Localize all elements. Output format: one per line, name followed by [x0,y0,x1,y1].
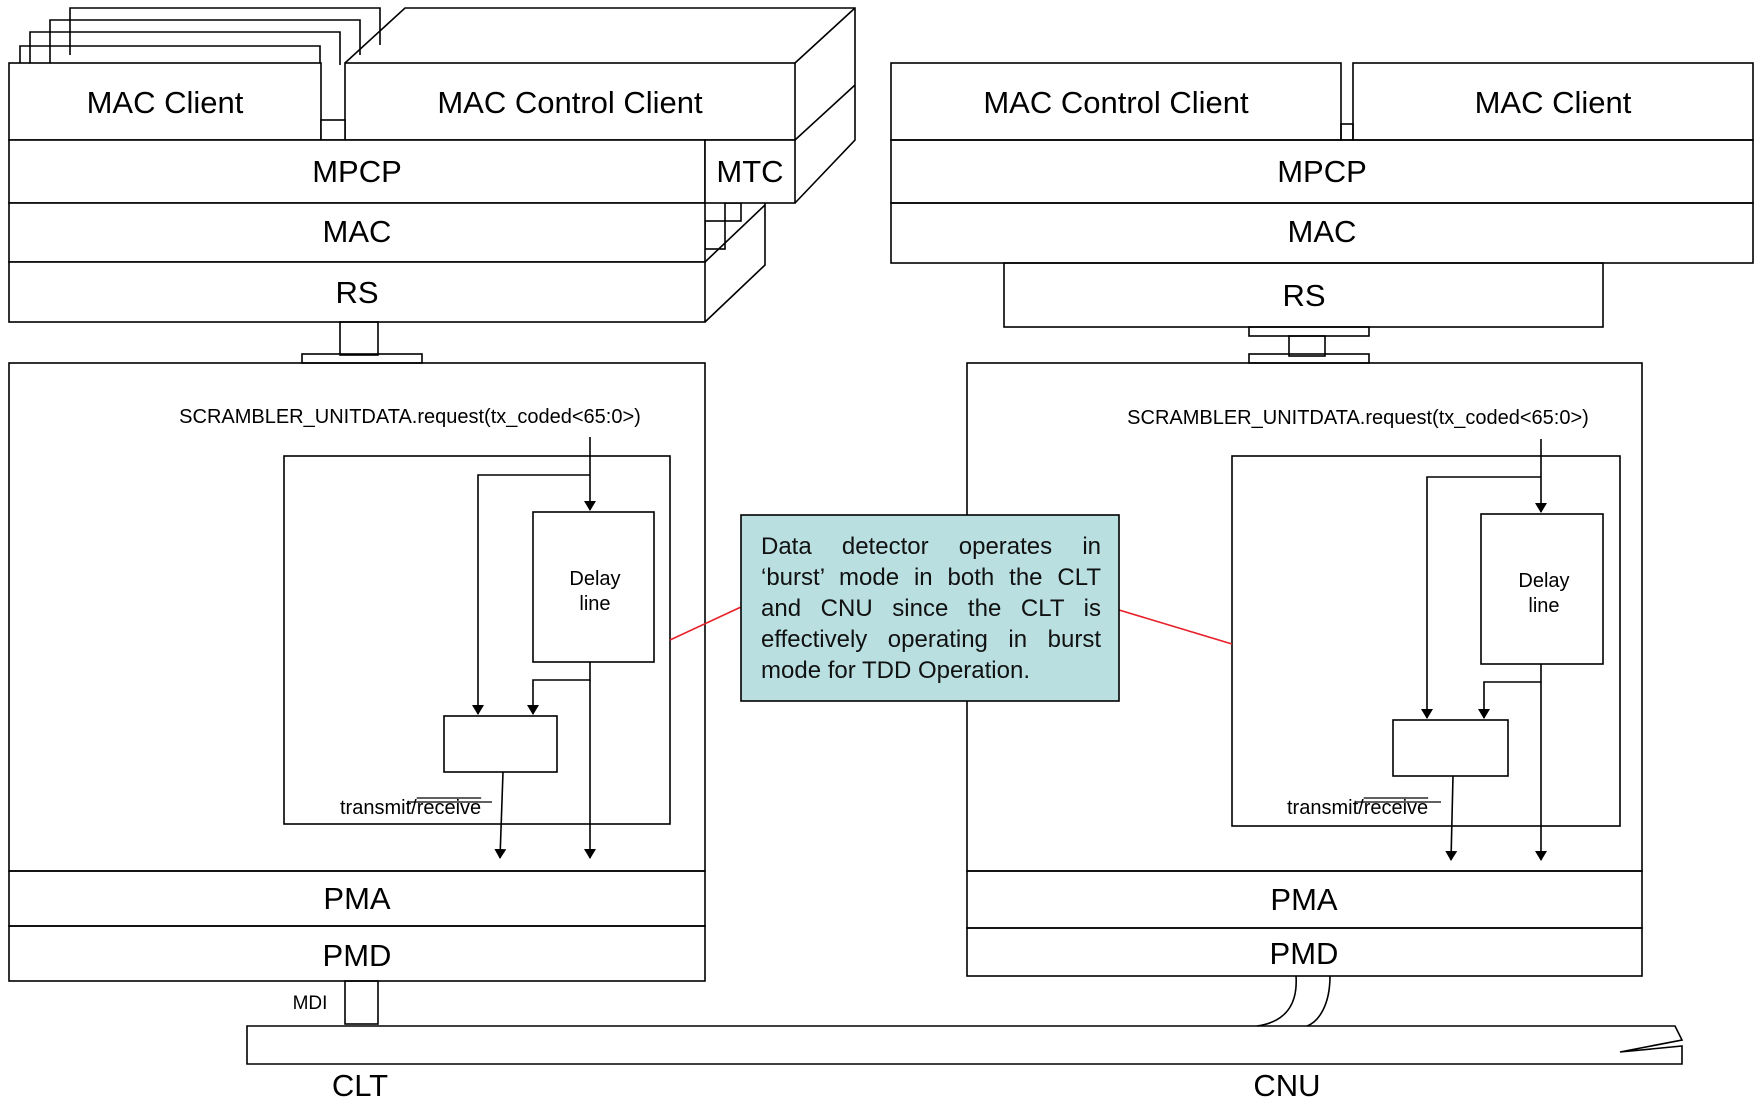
clt-mac-control-client-box [344,62,796,141]
cnu-client-connector [1340,123,1354,141]
clt-pma-label: PMA [323,881,391,916]
cnu-mac-control-client-label: MAC Control Client [983,85,1249,120]
clt-delay-line-box [532,511,655,663]
clt-delay-line-label-1: Delay [569,568,620,590]
clt-label: CLT [332,1068,388,1101]
note-connectors [669,606,1233,645]
clt-data-path-arrows [407,437,596,859]
cnu-coax-drop [1256,975,1331,1027]
cnu-delay-line-box [1480,513,1604,665]
clt-mtc-box [704,139,796,204]
clt-mac-client-label: MAC Client [87,85,244,120]
cnu-xgmii-connector [1288,335,1326,357]
clt-xgmii-connector [339,321,379,356]
cnu-pmd-label: PMD [1270,936,1339,971]
cnu-data-path-arrows [1356,439,1547,861]
clt-client-connector [320,119,346,141]
cnu-pmd-box [966,927,1643,977]
coax-cable [246,1025,1684,1065]
clt-mdi-label: MDI [293,993,328,1014]
cnu-delay-line-label-2: line [1528,595,1559,617]
clt-mdi-connector [344,980,379,1025]
clt-mpcp-label: MPCP [312,154,402,189]
cnu-mpcp-label: MPCP [1277,154,1367,189]
cnu-scrambler-request-label: SCRAMBLER_UNITDATA.request(tx_coded<65:0… [1127,407,1589,429]
cnu-rs-label: RS [1282,278,1325,313]
cnu-switch-box [1392,719,1509,777]
cnu-mac-client-label: MAC Client [1475,85,1632,120]
cnu-delay-line-label-1: Delay [1518,570,1569,592]
clt-rs-box [8,261,706,323]
clt-stacked-depth [344,7,856,323]
cnu-pma-label: PMA [1270,882,1338,917]
cnu-burst-detector-box [1231,455,1621,827]
cnu-xgmii-connector-top [1248,326,1370,337]
cnu-mac-label: MAC [1288,214,1357,249]
clt-mac-label: MAC [323,214,392,249]
clt-scrambler-request-label: SCRAMBLER_UNITDATA.request(tx_coded<65:0… [179,406,641,428]
clt-mpcp-box [8,139,706,204]
clt-mtc-label: MTC [716,154,783,189]
clt-mac-client-box [8,62,322,141]
clt-mac-control-client-label: MAC Control Client [437,85,703,120]
clt-transmit-receive-label: transmit/receive [340,797,481,819]
clt-rs-label: RS [335,275,378,310]
note-callout-text: Data detector operates in ‘burst’ mode i… [761,533,1101,684]
clt-pcs-box [8,362,706,872]
cnu-transmit-receive-label: transmit/receive [1287,797,1428,819]
clt-switch-box [443,715,558,773]
clt-pmd-label: PMD [323,938,392,973]
clt-delay-line-label-2: line [579,593,610,615]
note-box-bg [740,514,1120,702]
clt-mac-box [8,202,706,263]
cnu-label: CNU [1253,1068,1320,1101]
